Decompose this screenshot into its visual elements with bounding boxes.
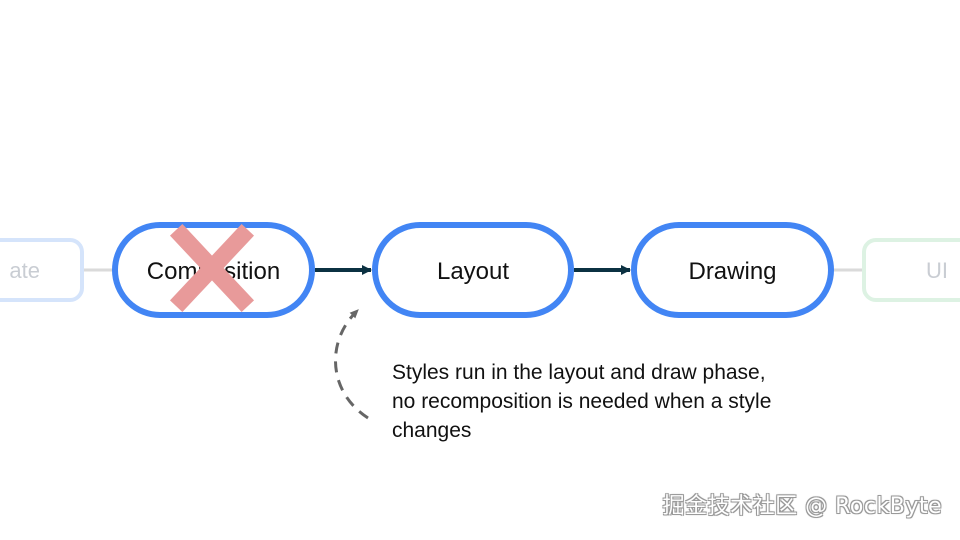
node-layout-label: Layout xyxy=(437,258,509,285)
faded-node-state-label: ate xyxy=(9,258,40,283)
node-drawing: Drawing xyxy=(631,222,834,318)
node-layout: Layout xyxy=(372,222,574,318)
annotation-line-3: changes xyxy=(392,419,472,442)
faded-node-state: ate xyxy=(0,238,84,302)
annotation-line-2: no recomposition is needed when a style xyxy=(392,390,772,413)
dashed-arrow xyxy=(334,309,369,420)
watermark: 掘金技术社区 @ RockByte xyxy=(662,494,942,519)
node-composition: Composition xyxy=(112,222,315,318)
faded-node-ui: UI xyxy=(862,238,960,302)
annotation-text: Styles run in the layout and draw phase,… xyxy=(392,358,862,445)
annotation-line-1: Styles run in the layout and draw phase, xyxy=(392,361,766,384)
faded-node-ui-label: UI xyxy=(926,258,948,283)
x-mark-icon xyxy=(169,223,255,313)
node-drawing-label: Drawing xyxy=(688,258,776,285)
